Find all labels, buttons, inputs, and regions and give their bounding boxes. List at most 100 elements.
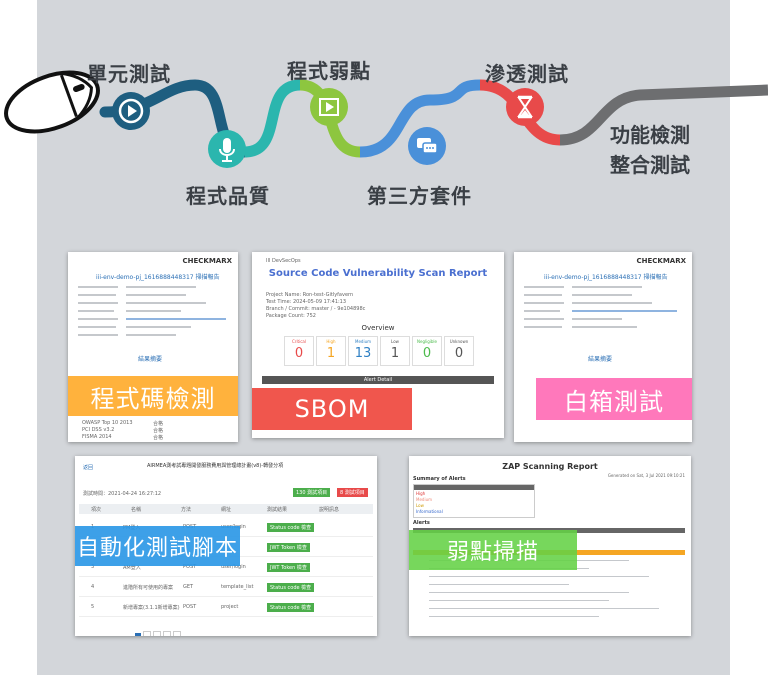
doc-line	[572, 326, 637, 328]
sbom-bullet: Test Time: 2024-05-09 17:41:13	[266, 299, 347, 305]
table-row: 3 AM登入 POST user/login JWT Token 檢查	[79, 558, 373, 577]
status-badge: JWT Token 檢查	[267, 543, 310, 552]
doc-line	[78, 318, 118, 320]
test-script-title: AIRMEA測考試專題開發服務費用與管理總計畫(v8)-轉發分項	[147, 463, 284, 469]
zap-level: Low	[416, 503, 424, 508]
card-checkmarx-right: CHECKMARX iii-env-demo-pj_1616888448317 …	[514, 252, 692, 442]
doc-line	[126, 318, 226, 320]
checkmarx-brand: CHECKMARX	[636, 257, 686, 265]
severity-count: 0	[294, 346, 304, 361]
severity-label: Low	[391, 339, 399, 344]
table-cell: AM登入	[123, 565, 141, 571]
checkmarx-brand: CHECKMARX	[182, 257, 232, 265]
compliance-row: FISMA 2014	[82, 434, 112, 440]
severity-box: Medium 13	[348, 336, 378, 366]
step-unit-test: 單元測試	[87, 62, 171, 86]
severity-label: Medium	[355, 339, 371, 344]
back-link[interactable]: 返回	[83, 465, 94, 471]
zap-generated: Generated on Sat, 3 Jul 2021 09:10:21	[607, 473, 685, 478]
doc-line	[524, 310, 560, 312]
severity-label: Unknown	[449, 339, 469, 344]
header-cell: 測試結果	[267, 507, 288, 513]
sbom-bullet: Branch / Commit: master / - 9e104898c	[266, 306, 366, 312]
sbom-overview-heading: Overview	[361, 324, 395, 332]
microphone-icon	[208, 130, 246, 168]
doc-line	[572, 286, 642, 288]
compliance-cell: 合格	[153, 435, 164, 441]
doc-line	[524, 294, 562, 296]
step-code-quality: 程式品質	[186, 184, 270, 208]
doc-line	[126, 302, 206, 304]
doc-line	[572, 318, 622, 320]
zap-summary-table: High Medium Low Informational	[413, 484, 535, 518]
severity-label: High	[326, 339, 336, 344]
header-cell: 網址	[221, 507, 232, 513]
card-test-script: 返回 AIRMEA測考試專題開發服務費用與管理總計畫(v8)-轉發分項 測試時間…	[75, 456, 377, 636]
zap-summary: Summary of Alerts	[413, 476, 466, 482]
sbom-title: Source Code Vulnerability Scan Report	[268, 268, 488, 279]
doc-line	[126, 334, 176, 336]
test-table-header: 項次 名稱 方法 網址 測試結果 説明訊息	[79, 504, 373, 514]
header-cell: 名稱	[131, 507, 142, 513]
table-cell: POST	[183, 604, 197, 610]
table-cell: user/login	[221, 564, 246, 570]
doc-line	[126, 326, 191, 328]
severity-box: Critical 0	[284, 336, 314, 366]
zap-level: Medium	[416, 497, 432, 502]
zap-level: Informational	[416, 509, 443, 514]
mouse-icon	[4, 70, 100, 134]
status-badge: JWT Token 檢查	[267, 563, 310, 572]
severity-count: 1	[326, 346, 336, 361]
severity-count: 0	[454, 346, 464, 361]
severity-label: Critical	[292, 339, 306, 344]
table-cell: POST	[183, 564, 197, 570]
hourglass-icon	[506, 88, 544, 126]
overlay-sbom: SBOM	[252, 388, 412, 430]
table-cell: 5	[91, 604, 95, 610]
overlay-zap: 弱點掃描	[409, 530, 577, 570]
header-cell: 方法	[181, 507, 192, 513]
zap-alerts: Alerts	[413, 520, 430, 526]
video-icon	[310, 88, 348, 126]
pagination[interactable]	[135, 624, 181, 636]
table-cell: 4	[91, 584, 95, 590]
table-cell: project	[221, 604, 239, 610]
doc-line	[429, 600, 609, 601]
table-cell: 3	[91, 564, 95, 570]
status-badge: Status code 檢查	[267, 583, 315, 592]
doc-line	[429, 592, 629, 593]
wave-segment-integration	[559, 84, 768, 146]
step-vulnerability: 程式弱點	[287, 59, 371, 83]
doc-line	[524, 326, 562, 328]
severity-count: 0	[422, 346, 432, 361]
status-badge: Status code 檢查	[267, 523, 315, 532]
severity-count: 13	[354, 346, 372, 361]
pass-badge: 130 測試項目	[293, 488, 331, 497]
overlay-code-scan: 程式碼檢測	[68, 376, 238, 416]
header-cell: 項次	[91, 507, 102, 513]
sbom-bullet: Package Count: 752	[266, 313, 316, 319]
zap-title: ZAP Scanning Report	[502, 462, 598, 471]
doc-line	[524, 318, 564, 320]
step-third-party: 第三方套件	[367, 184, 472, 208]
doc-line	[78, 286, 118, 288]
compliance-row: OWASP Top 10 2013	[82, 420, 133, 426]
doc-line	[78, 334, 118, 336]
overlay-test-script: 自動化測試腳本	[75, 526, 240, 566]
sbom-alert-header: Alert Detail	[262, 376, 494, 384]
doc-line	[78, 294, 116, 296]
card-checkmarx-left: CHECKMARX iii-env-demo-pj_1616888448317 …	[68, 252, 238, 442]
doc-line	[78, 310, 114, 312]
table-cell: 新增專案(3.1.1新增專案)	[123, 605, 180, 611]
step-integration-line2: 整合測試	[610, 153, 690, 177]
doc-line	[572, 302, 652, 304]
header-cell: 説明訊息	[319, 507, 340, 513]
compliance-row: PCI DSS v3.2	[82, 427, 115, 433]
severity-count: 1	[390, 346, 400, 361]
doc-line	[78, 302, 118, 304]
table-cell: 進階所有可使用的專案	[123, 585, 174, 591]
card-sbom: III DevSecOps Source Code Vulnerability …	[252, 252, 504, 438]
